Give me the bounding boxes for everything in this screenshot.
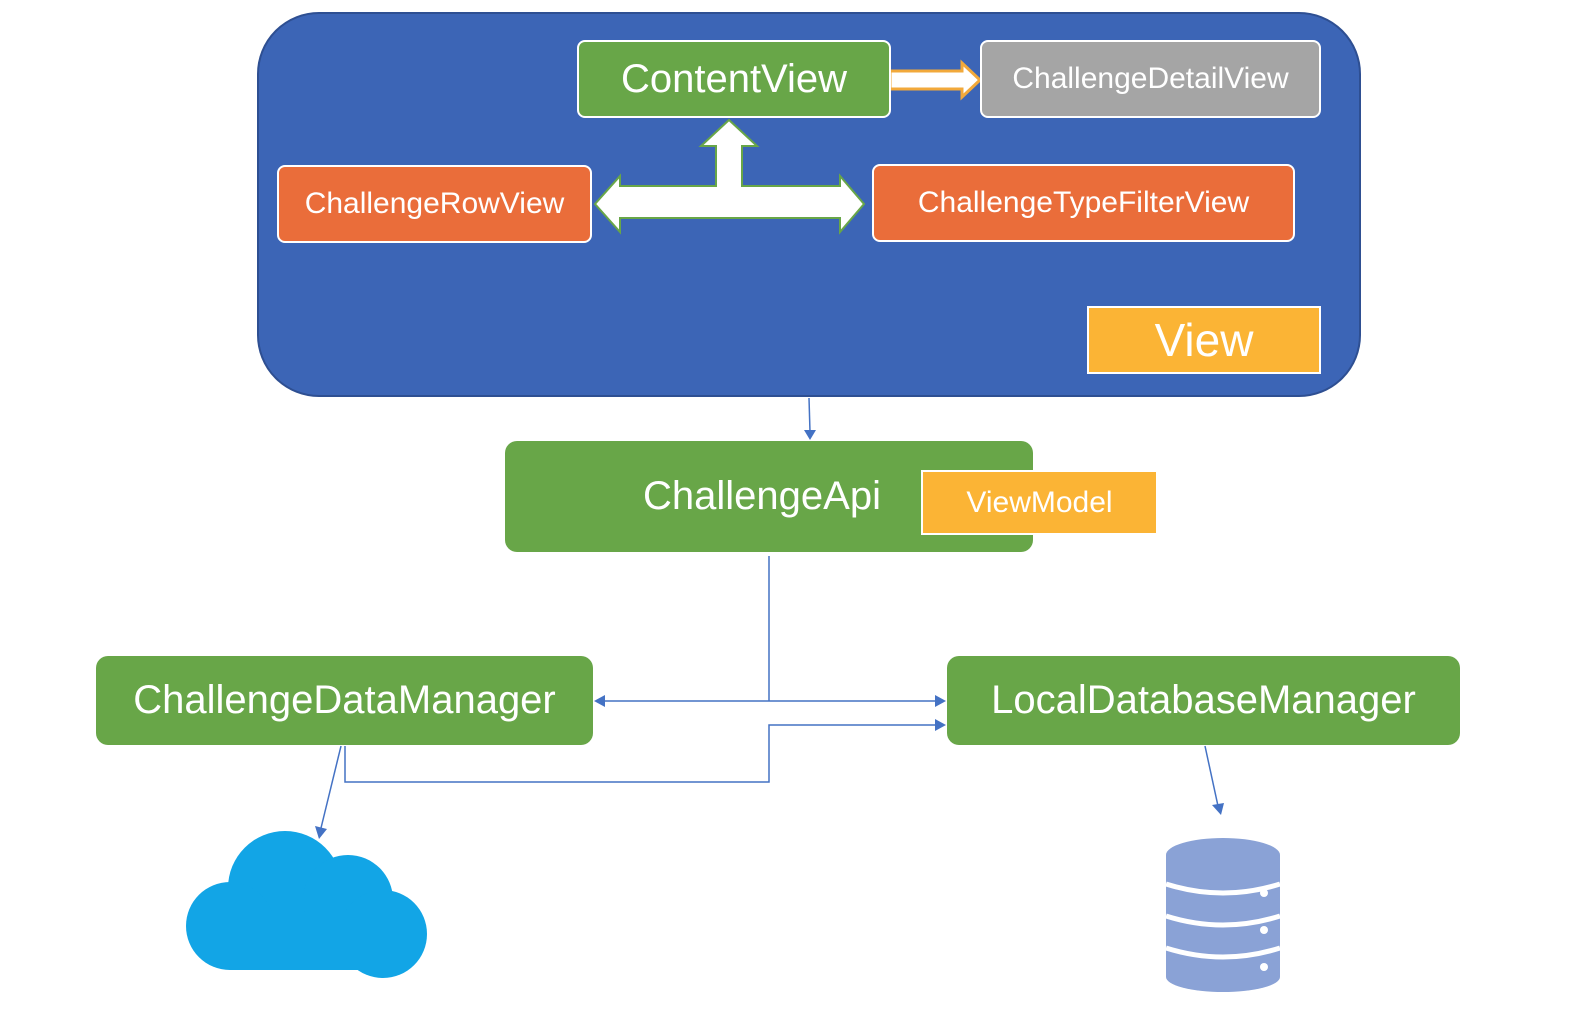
local-database-manager-label: LocalDatabaseManager xyxy=(991,678,1416,722)
challenge-type-filter-view-label: ChallengeTypeFilterView xyxy=(917,186,1250,219)
cloud-icon xyxy=(186,831,427,978)
view-to-api-connector xyxy=(808,397,811,433)
challenge-data-manager-label: ChallengeDataManager xyxy=(133,678,556,722)
challenge-type-filter-view-node: ChallengeTypeFilterView xyxy=(872,164,1295,242)
challenge-detail-view-node: ChallengeDetailView xyxy=(980,40,1321,118)
dbmanager-to-database-connector xyxy=(1204,745,1219,807)
content-view-label: ContentView xyxy=(620,56,848,101)
content-to-detail-arrow xyxy=(888,59,983,101)
challenge-data-manager-node: ChallengeDataManager xyxy=(96,656,593,745)
view-to-api-arrowhead xyxy=(804,430,816,440)
view-layer-label-text: View xyxy=(1154,314,1254,366)
viewmodel-layer-label-text: ViewModel xyxy=(966,485,1113,519)
view-layer-label: View xyxy=(1087,306,1321,374)
content-view-node: ContentView xyxy=(577,40,891,118)
challenge-detail-view-label: ChallengeDetailView xyxy=(1012,62,1289,95)
challenge-api-label: ChallengeApi xyxy=(643,474,881,518)
datamanager-to-cloud-connector xyxy=(320,745,342,829)
datamanager-to-dbmanager-connector xyxy=(344,724,936,783)
challenge-row-view-node: ChallengeRowView xyxy=(277,165,592,243)
database-icon xyxy=(1165,838,1281,992)
dbmanager-to-database-arrowhead xyxy=(1212,803,1224,815)
datamanager-to-dbmanager-arrowhead xyxy=(935,719,946,731)
datamanager-to-cloud-arrowhead xyxy=(315,826,327,839)
api-to-dbmanager-arrowhead xyxy=(935,695,946,707)
local-database-manager-node: LocalDatabaseManager xyxy=(947,656,1460,745)
viewmodel-layer-label: ViewModel xyxy=(921,470,1158,535)
challenge-row-view-label: ChallengeRowView xyxy=(304,187,565,220)
api-to-datamanager-arrowhead xyxy=(594,695,605,707)
content-row-filter-arrow xyxy=(593,118,866,235)
